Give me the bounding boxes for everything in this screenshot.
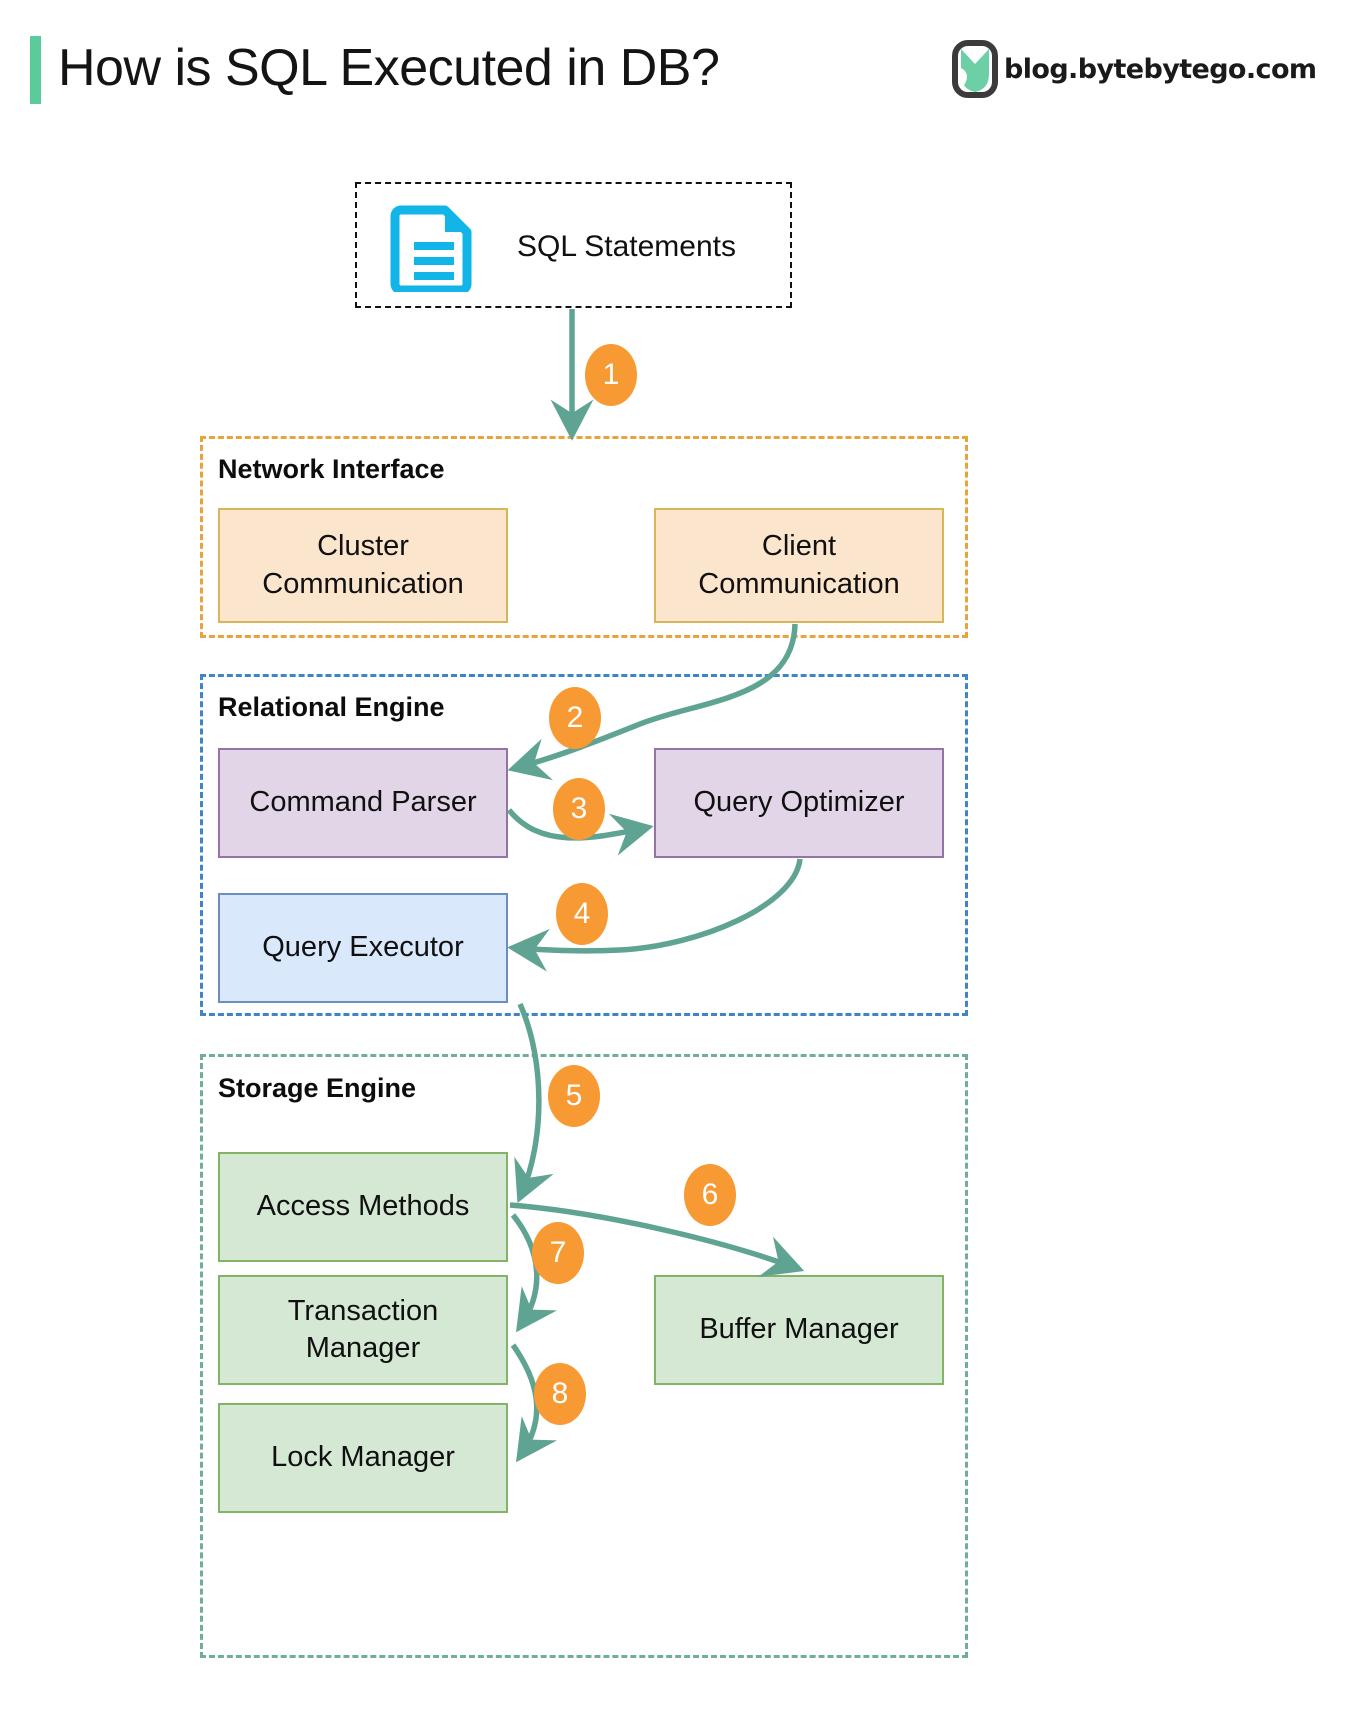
group-title-relational-engine: Relational Engine bbox=[218, 692, 445, 722]
step-badge-4: 4 bbox=[556, 883, 608, 945]
step-badge-8: 8 bbox=[534, 1363, 586, 1425]
node-label-line: Client bbox=[761, 530, 837, 563]
node-label-line: Manager bbox=[305, 1332, 421, 1364]
step-badge-5: 5 bbox=[548, 1065, 600, 1127]
node-label-line: Transaction bbox=[287, 1294, 439, 1327]
step-badge-1: 1 bbox=[585, 344, 637, 406]
node-query-optimizer[interactable]: Query Optimizer bbox=[654, 748, 944, 858]
node-label: Command Parser bbox=[249, 786, 477, 819]
step-badge-6: 6 bbox=[684, 1164, 736, 1226]
step-badge-7: 7 bbox=[532, 1222, 584, 1284]
page-header: How is SQL Executed in DB? blog.bytebyte… bbox=[0, 0, 1358, 130]
node-query-executor[interactable]: Query Executor bbox=[218, 893, 508, 1003]
page-title: How is SQL Executed in DB? bbox=[58, 39, 720, 97]
node-client-communication[interactable]: Client Communication bbox=[654, 508, 944, 623]
step-badge-3: 3 bbox=[553, 778, 605, 840]
brand-text: blog.bytebytego.com bbox=[1004, 53, 1317, 85]
node-cluster-communication[interactable]: Cluster Communication bbox=[218, 508, 508, 623]
node-label-line: Communication bbox=[698, 567, 900, 600]
node-buffer-manager[interactable]: Buffer Manager bbox=[654, 1275, 944, 1385]
group-title-network-interface: Network Interface bbox=[218, 454, 445, 484]
node-label-line: Communication bbox=[262, 567, 464, 600]
node-transaction-manager[interactable]: Transaction Manager bbox=[218, 1275, 508, 1385]
group-storage-engine bbox=[200, 1054, 968, 1658]
group-title-storage-engine: Storage Engine bbox=[218, 1073, 417, 1103]
document-lines-icon bbox=[390, 205, 472, 292]
node-label: Query Executor bbox=[262, 931, 464, 964]
title-accent-bar bbox=[30, 36, 41, 104]
node-label: Buffer Manager bbox=[699, 1313, 899, 1346]
brand-watermark: blog.bytebytego.com bbox=[952, 40, 1317, 98]
sql-statements-box: SQL Statements bbox=[355, 182, 792, 308]
node-label-line: Cluster bbox=[317, 530, 409, 563]
step-badge-2: 2 bbox=[549, 687, 601, 749]
bytebytego-logo-icon bbox=[952, 40, 998, 98]
node-label: Lock Manager bbox=[271, 1441, 455, 1474]
node-access-methods[interactable]: Access Methods bbox=[218, 1152, 508, 1262]
node-label: Access Methods bbox=[256, 1190, 470, 1223]
node-label: Query Optimizer bbox=[693, 786, 905, 819]
sql-statements-label: SQL Statements bbox=[517, 230, 736, 263]
node-lock-manager[interactable]: Lock Manager bbox=[218, 1403, 508, 1513]
node-command-parser[interactable]: Command Parser bbox=[218, 748, 508, 858]
